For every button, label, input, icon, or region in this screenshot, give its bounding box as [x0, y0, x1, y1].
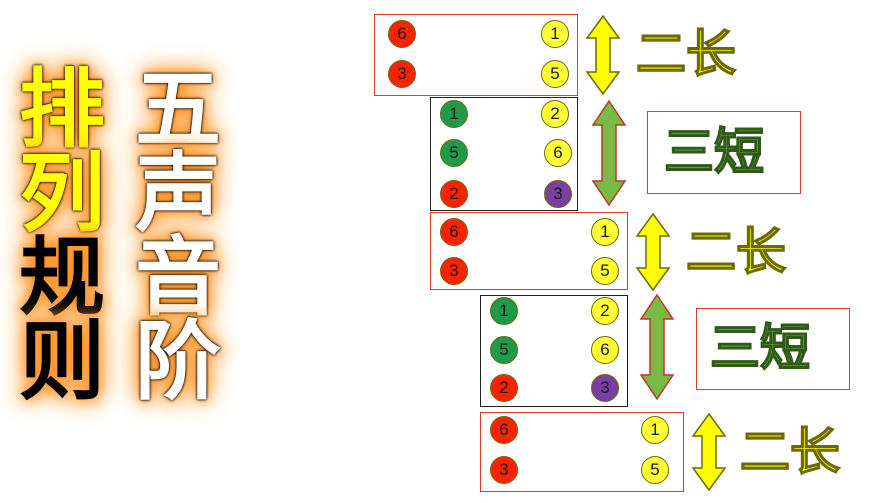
double-arrow-icon	[591, 99, 627, 207]
note-circle-green: 1	[490, 297, 518, 325]
note-circle-purple: 3	[544, 180, 572, 208]
note-group-box	[480, 412, 684, 492]
note-group-box	[430, 97, 578, 211]
note-circle-red: 2	[440, 180, 468, 208]
note-circle-red: 3	[440, 257, 468, 285]
note-circle-yellow: 5	[541, 60, 569, 88]
double-arrow-icon	[639, 293, 675, 401]
title-column-paili-guize: 排 列 规 则	[12, 60, 112, 412]
note-circle-green: 5	[490, 336, 518, 364]
title-char: 声	[135, 144, 221, 244]
interval-label-long: 二长	[739, 422, 841, 482]
interval-label-box	[647, 111, 801, 194]
note-circle-yellow: 6	[591, 336, 619, 364]
note-circle-yellow: 6	[544, 139, 572, 167]
note-circle-red: 3	[490, 456, 518, 484]
note-circle-red: 3	[388, 60, 416, 88]
interval-label-box	[696, 308, 850, 390]
title-char: 列	[19, 144, 105, 244]
note-circle-yellow: 5	[591, 257, 619, 285]
note-circle-yellow: 5	[641, 456, 669, 484]
interval-label-short: 三短	[663, 122, 765, 182]
title-char: 规	[19, 228, 105, 328]
note-circle-green: 5	[440, 139, 468, 167]
note-circle-red: 6	[490, 416, 518, 444]
interval-label-long: 二长	[685, 222, 787, 282]
note-circle-yellow: 1	[541, 20, 569, 48]
note-group-box	[374, 14, 578, 96]
interval-label-long: 二长	[635, 24, 737, 84]
note-circle-red: 6	[440, 218, 468, 246]
note-group-box	[430, 212, 628, 290]
double-arrow-icon	[585, 14, 621, 96]
double-arrow-icon	[635, 212, 671, 292]
note-circle-yellow: 1	[641, 416, 669, 444]
title-char: 则	[19, 312, 105, 412]
note-circle-red: 6	[388, 20, 416, 48]
note-circle-yellow: 1	[591, 218, 619, 246]
note-circle-yellow: 2	[541, 100, 569, 128]
title-char: 排	[19, 60, 105, 160]
note-circle-red: 2	[490, 374, 518, 402]
title-column-wusheng-yinjie: 五 声 音 阶	[128, 60, 228, 412]
double-arrow-icon	[691, 412, 727, 492]
note-circle-green: 1	[440, 100, 468, 128]
title-char: 阶	[135, 312, 221, 412]
interval-label-short: 三短	[709, 318, 811, 378]
title-char: 音	[135, 228, 221, 328]
title-char: 五	[135, 60, 221, 160]
note-circle-purple: 3	[591, 374, 619, 402]
note-group-box	[480, 295, 628, 407]
note-circle-yellow: 2	[591, 297, 619, 325]
